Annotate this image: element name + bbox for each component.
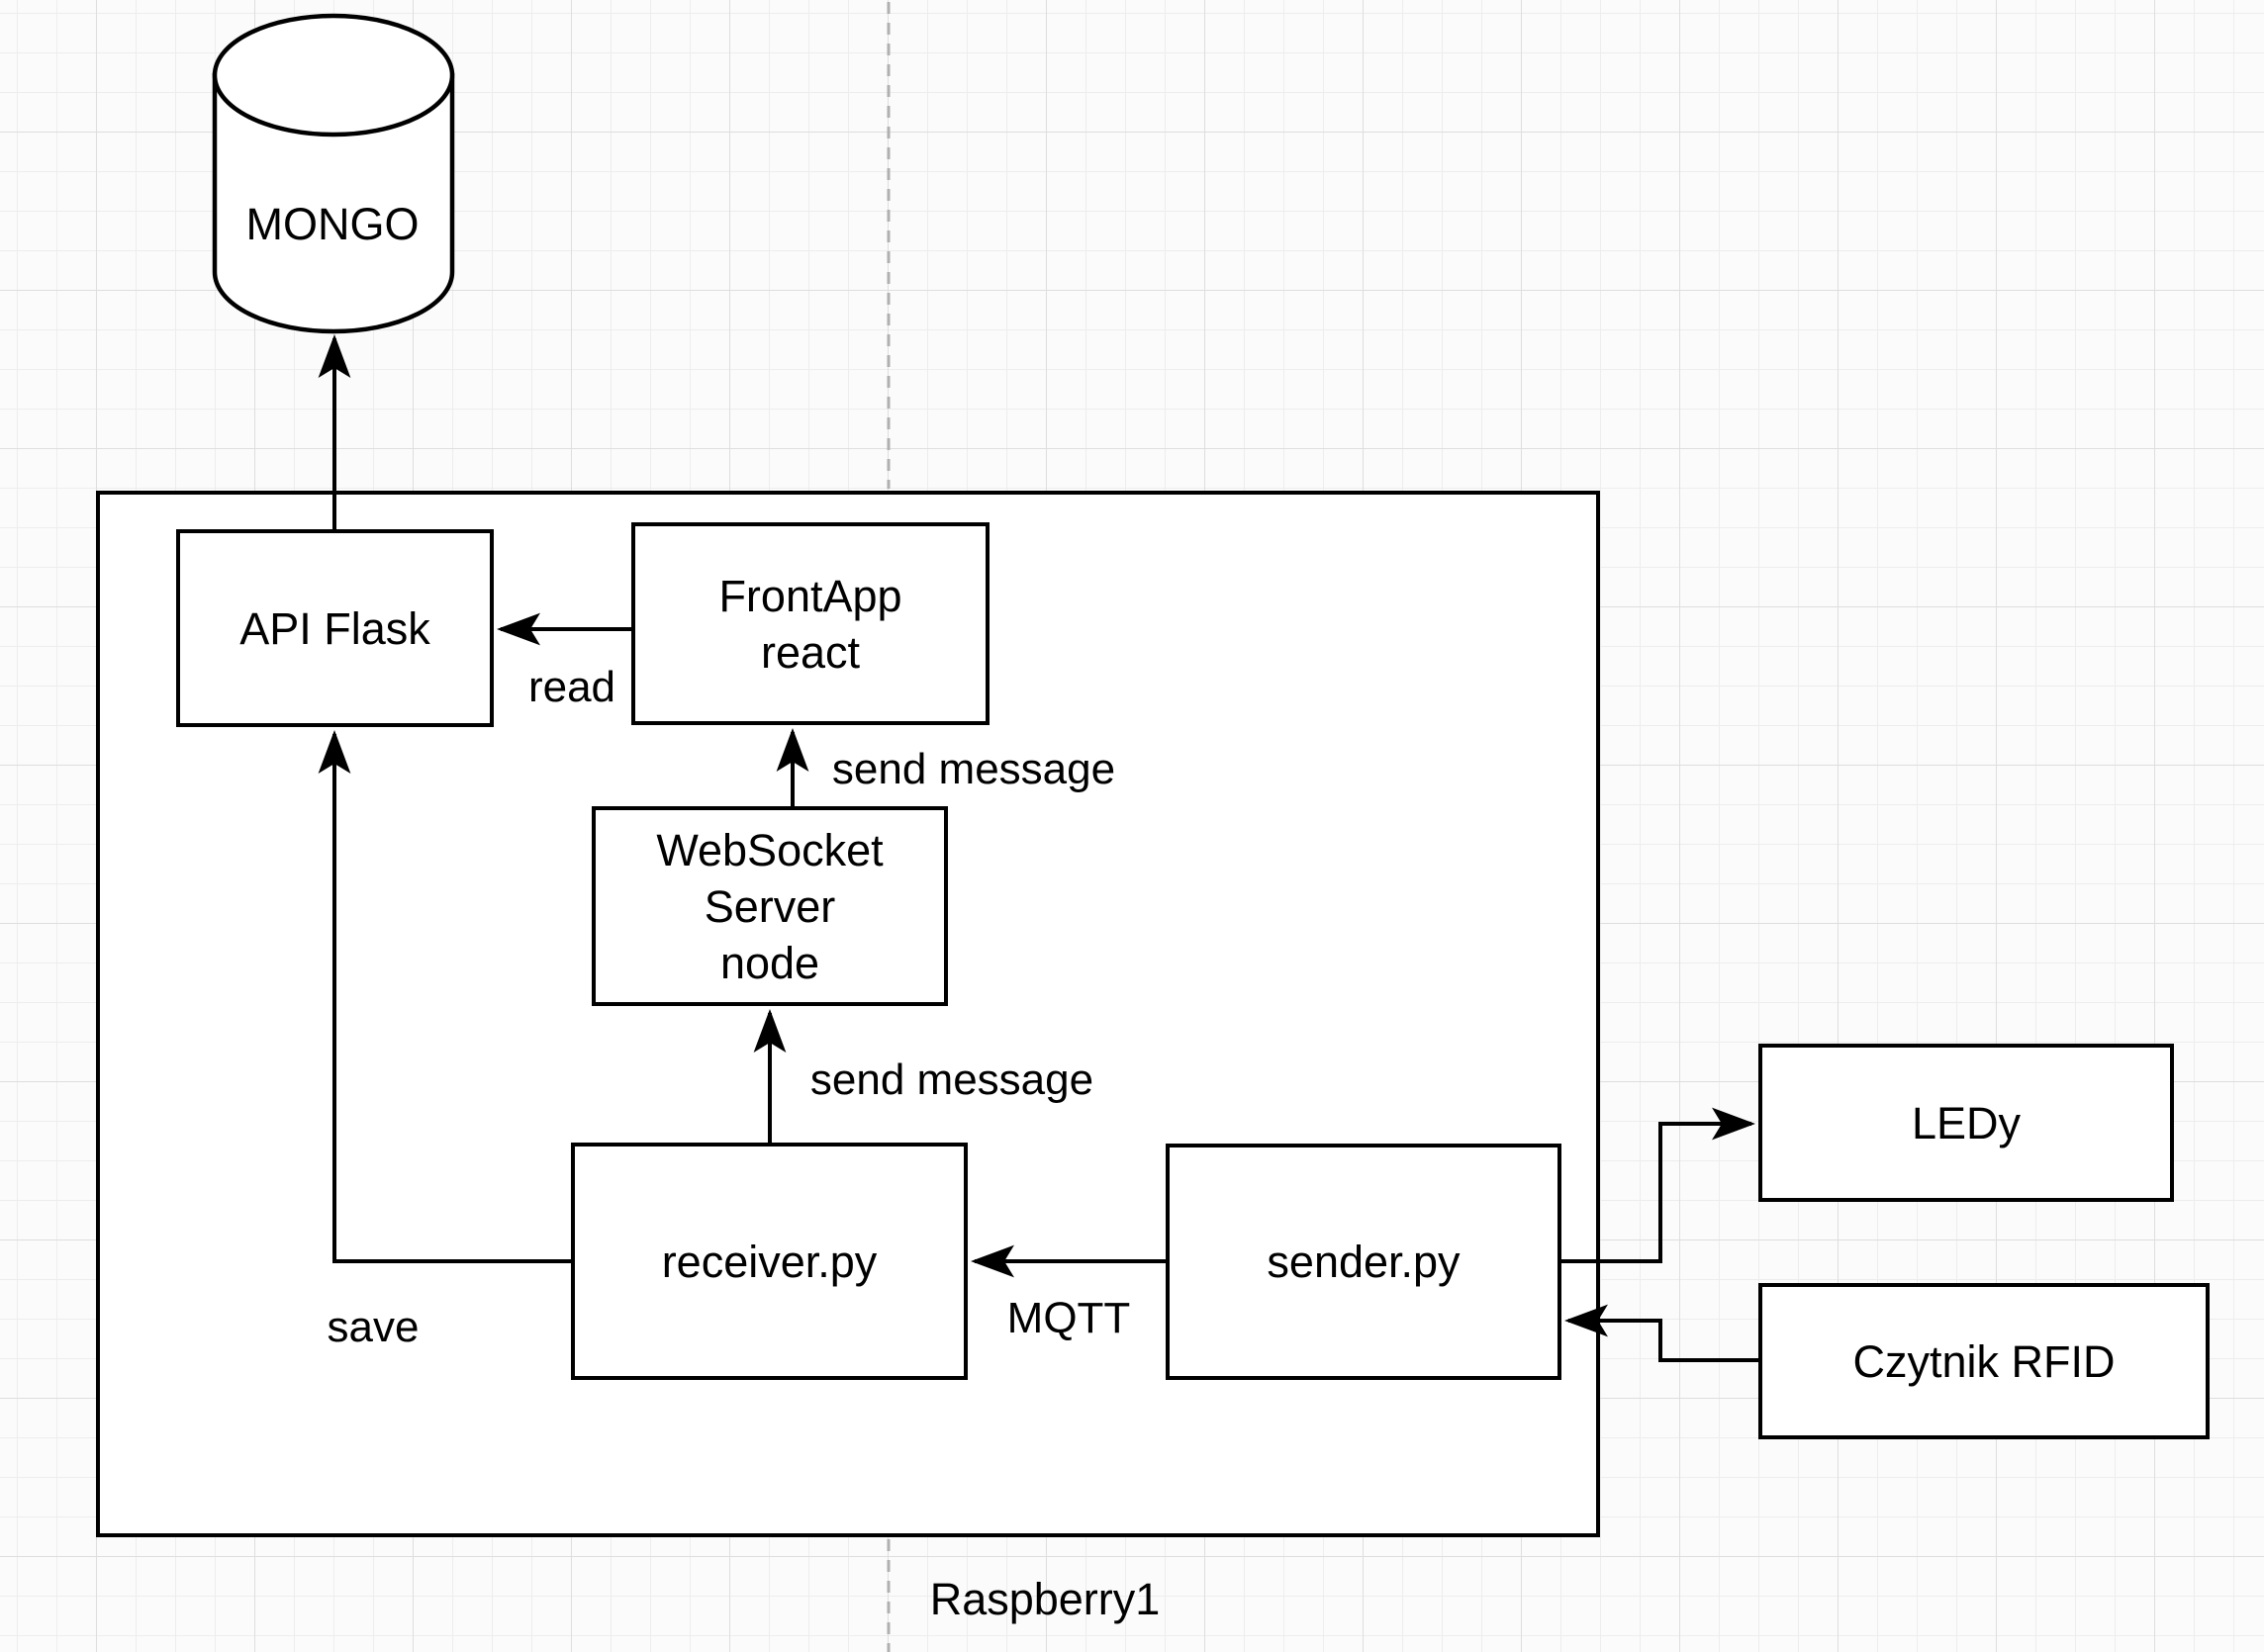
node-sender-label: sender.py xyxy=(1267,1237,1461,1287)
node-receiver-label: receiver.py xyxy=(661,1236,878,1287)
node-api-flask[interactable]: API Flask xyxy=(176,529,494,727)
node-mongo[interactable] xyxy=(212,13,455,334)
edge-label-mqtt[interactable]: MQTT xyxy=(1006,1294,1131,1342)
node-czytnik-rfid[interactable]: Czytnik RFID xyxy=(1758,1283,2210,1439)
node-ledy[interactable]: LEDy xyxy=(1758,1044,2174,1202)
node-websocket-server[interactable]: WebSocket Server node xyxy=(592,806,948,1006)
edge-label-save[interactable]: save xyxy=(327,1303,420,1351)
node-rfid-label: Czytnik RFID xyxy=(1852,1335,2116,1387)
edge-label-send-message-lower[interactable]: send message xyxy=(809,1055,1094,1104)
node-api-flask-label: API Flask xyxy=(239,602,430,654)
edge-receiver-to-apiflask[interactable] xyxy=(318,730,571,1263)
node-websocket-label-line1: WebSocket xyxy=(656,824,884,875)
container-raspberry1-label: Raspberry1 xyxy=(929,1574,1161,1624)
node-frontapp-label-line2: react xyxy=(760,626,861,678)
node-frontapp-label-line1: FrontApp xyxy=(718,570,902,621)
node-ledy-label: LEDy xyxy=(1911,1097,2022,1148)
node-frontapp-react[interactable]: FrontApp react xyxy=(631,522,990,725)
edge-label-send-message-upper[interactable]: send message xyxy=(831,745,1116,793)
node-sender-py[interactable]: sender.py xyxy=(1166,1144,1561,1380)
node-websocket-label-line3: node xyxy=(719,937,820,988)
node-receiver-py[interactable]: receiver.py xyxy=(571,1143,968,1380)
node-mongo-label: MONGO xyxy=(245,199,420,249)
edge-sender-to-ledy[interactable] xyxy=(1561,1107,1755,1263)
edge-label-read[interactable]: read xyxy=(527,663,616,711)
edge-rfid-to-sender[interactable] xyxy=(1564,1304,1758,1362)
node-websocket-label-line2: Server xyxy=(704,880,836,932)
